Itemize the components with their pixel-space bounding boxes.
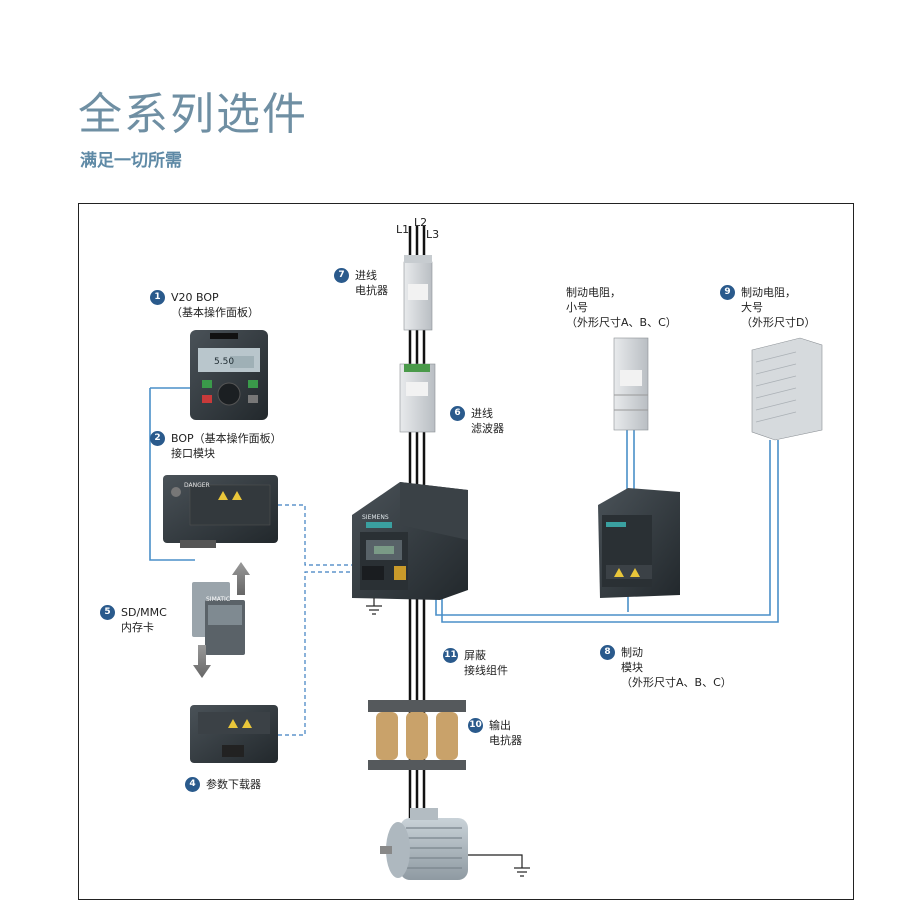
bop-interface-module <box>163 475 278 548</box>
callout-number-6: 6 <box>450 406 465 421</box>
label-parameter-loader: 参数下载器 <box>206 778 261 791</box>
page-title: 全系列选件 <box>78 89 308 140</box>
callout-number-7: 7 <box>334 268 349 283</box>
page-subtitle: 满足一切所需 <box>80 151 182 171</box>
callout-number-4: 4 <box>185 777 200 792</box>
v20-bop-panel <box>190 330 268 420</box>
callout-number-1: 1 <box>150 290 165 305</box>
line-filter <box>399 363 436 433</box>
motor-ground <box>468 854 530 877</box>
output-reactor <box>368 700 466 770</box>
inverter-ground <box>366 598 382 615</box>
callout-number-9: 9 <box>720 285 735 300</box>
bop-display-readout: 5.50 <box>214 357 235 367</box>
callout-number-2: 2 <box>150 431 165 446</box>
label-braking-resistor-small: 制动电阻，小号（外形尺寸A、B、C） <box>566 286 677 329</box>
v20-inverter <box>352 482 468 600</box>
line-reactor <box>403 255 433 331</box>
motor <box>380 808 468 880</box>
callout-number-8: 8 <box>600 645 615 660</box>
parameter-loader <box>190 705 278 763</box>
diagram-frame <box>78 203 854 900</box>
braking-resistor-small <box>613 337 649 431</box>
braking-module <box>598 488 680 598</box>
sd-card-brand: SIMATIC <box>206 596 231 603</box>
label-bop-interface: BOP（基本操作面板）接口模块 <box>171 432 282 460</box>
phase-label-l3: L3 <box>426 228 440 241</box>
label-shield-kit: 屏蔽接线组件 <box>464 649 508 677</box>
phase-label-l2: L2 <box>414 216 428 229</box>
callout-number-5: 5 <box>100 605 115 620</box>
label-v20-bop: V20 BOP（基本操作面板） <box>171 291 259 319</box>
phase-label-l1: L1 <box>396 223 410 236</box>
callout-number-11: 11 <box>443 648 458 663</box>
bop-module-warning: DANGER <box>184 482 210 489</box>
callout-number-10: 10 <box>468 718 483 733</box>
label-braking-module: 制动模块（外形尺寸A、B、C） <box>621 646 732 689</box>
transfer-arrows <box>193 562 250 678</box>
label-braking-resistor-large: 制动电阻，大号（外形尺寸D） <box>741 286 816 329</box>
inverter-brand: SIEMENS <box>362 514 389 521</box>
sd-cards <box>192 582 245 655</box>
label-output-reactor: 输出电抗器 <box>489 719 522 747</box>
braking-wires <box>149 387 779 623</box>
braking-resistor-large <box>751 337 823 441</box>
label-line-filter: 进线滤波器 <box>471 407 504 435</box>
dashed-links <box>278 504 352 736</box>
label-line-reactor: 进线电抗器 <box>355 269 388 297</box>
